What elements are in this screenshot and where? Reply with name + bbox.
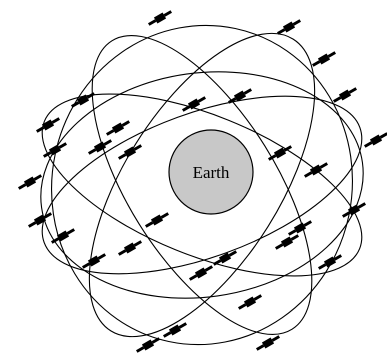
satellite [311,49,337,68]
satellite-panel [137,348,144,352]
satellite-panel [59,144,66,148]
earth-label: Earth [193,163,230,182]
satellite-panel [291,236,298,240]
satellite [227,86,253,105]
satellite [363,130,387,149]
satellite-panel [134,146,141,150]
satellite-panel [89,150,96,154]
satellite-panel [119,155,126,159]
satellite-panel [358,204,365,208]
satellite-panel [365,143,372,147]
satellite-panel [278,30,285,34]
satellite-panel [164,12,171,16]
satellite [341,200,367,219]
satellite-panel [214,261,221,265]
satellite-panel [122,122,129,126]
satellite-panel [276,245,283,249]
satellite-panel [328,53,335,57]
satellite-panel [134,242,141,246]
satellite-panel [257,346,264,350]
satellite [255,333,281,352]
satellite [237,292,263,311]
satellite-panel [244,90,251,94]
satellite-panel [149,21,156,25]
satellite-panel [272,337,279,341]
satellite [212,248,238,267]
satellite [70,90,96,109]
satellite-panel [198,98,205,102]
satellite-panel [146,223,153,227]
satellite [50,226,76,245]
satellite-panel [304,222,311,226]
satellite-panel [83,264,90,268]
satellite-panel [34,176,41,180]
satellite [274,232,300,251]
satellite-panel [19,185,26,189]
earth: Earth [169,130,253,214]
satellite [332,85,358,104]
satellite-panel [107,131,114,135]
satellite [287,218,313,237]
satellite-panel [320,164,327,168]
satellite-panel [164,333,171,337]
satellite [17,172,43,191]
satellite-panel [205,267,212,271]
satellite-panel [269,156,276,160]
satellite-panel [334,98,341,102]
satellite [117,238,143,257]
satellite [117,142,143,161]
satellite-panel [254,296,261,300]
satellite [144,210,170,229]
satellite-panel [67,230,74,234]
satellite-panel [190,276,197,280]
satellite-panel [72,103,79,107]
satellite [81,251,107,270]
satellite [188,263,214,282]
satellite-panel [44,153,51,157]
satellite [147,8,173,27]
satellite-panel [161,214,168,218]
satellite-panel [87,94,94,98]
satellite [27,210,53,229]
satellite-panel [179,324,186,328]
satellite [35,115,61,134]
satellite-panel [293,21,300,25]
satellite-panel [119,251,126,255]
satellite-panel [52,119,59,123]
satellite-panel [289,231,296,235]
satellite-panel [183,107,190,111]
satellite [317,252,343,271]
satellite-panel [152,339,159,343]
satellite [105,118,131,137]
satellite-panel [239,305,246,309]
satellite-panel [98,255,105,259]
satellite-panel [29,223,36,227]
satellite-panel [319,265,326,269]
satellite [267,143,293,162]
satellite-panel [313,62,320,66]
satellite-panel [380,134,387,138]
satellite-panel [305,173,312,177]
satellite-panel [104,141,111,145]
satellite-panel [284,147,291,151]
satellite-panel [229,252,236,256]
satellite [135,335,161,354]
satellite [276,17,302,36]
satellite-panel [349,89,356,93]
